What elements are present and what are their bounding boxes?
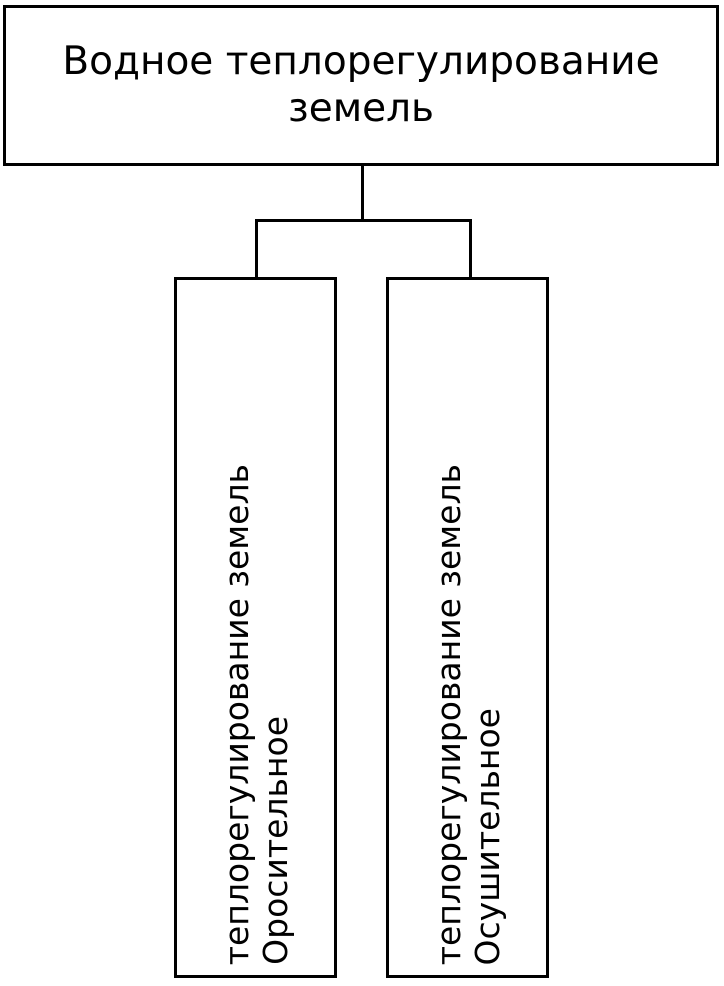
root-node-label: Водное теплорегулирование земель: [62, 39, 660, 131]
vertical-text-group-irrigation: Оросительное теплорегулирование земель: [177, 280, 334, 975]
child-node-label-irrigation-line-1: Оросительное: [255, 716, 295, 965]
child-node-label-drainage-line-1: Осушительное: [467, 707, 507, 965]
child-node-box-drainage: Осушительное теплорегулирование земель: [386, 277, 549, 978]
child-node-box-irrigation: Оросительное теплорегулирование земель: [174, 277, 337, 978]
child-node-label-irrigation-line-2: теплорегулирование земель: [216, 463, 256, 965]
connector-drop-right: [469, 219, 472, 277]
connector-split-bar: [255, 219, 472, 222]
root-node-box: Водное теплорегулирование земель: [3, 5, 719, 166]
connector-drop-left: [255, 219, 258, 277]
child-node-label-drainage-line-2: теплорегулирование земель: [428, 463, 468, 965]
connector-stem: [361, 166, 364, 222]
vertical-text-group-drainage: Осушительное теплорегулирование земель: [389, 280, 546, 975]
